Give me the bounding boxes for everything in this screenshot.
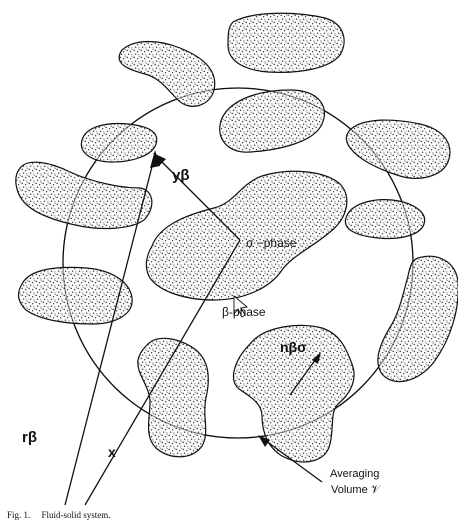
label-sigma-phase: σ −phase [246,236,297,250]
particle-right-curved [378,256,458,381]
particle-left-lower [19,267,133,324]
particle-small-upper-left [81,124,156,162]
label-volume: Volume 𝒱 [331,484,382,496]
label-y-beta: yβ [172,167,190,184]
particle-top-center [228,13,344,72]
caption-fig-number: Fig. 1. [7,510,30,520]
caption-text: Fluid-solid system. [42,510,111,520]
particle-upper-left [119,42,215,107]
label-n-beta-sigma: nβσ [280,339,307,355]
particle-right-upper [346,120,450,178]
label-x: x [108,444,116,460]
label-averaging: Averaging [330,468,379,480]
label-beta-phase: β-phase [222,305,266,319]
figure-caption: Fig. 1. Fluid-solid system. [7,510,111,520]
particle-left-middle [16,162,152,228]
label-r-beta: rβ [22,429,37,446]
particle-right-small [345,200,424,239]
particle-upper-center [220,90,325,152]
